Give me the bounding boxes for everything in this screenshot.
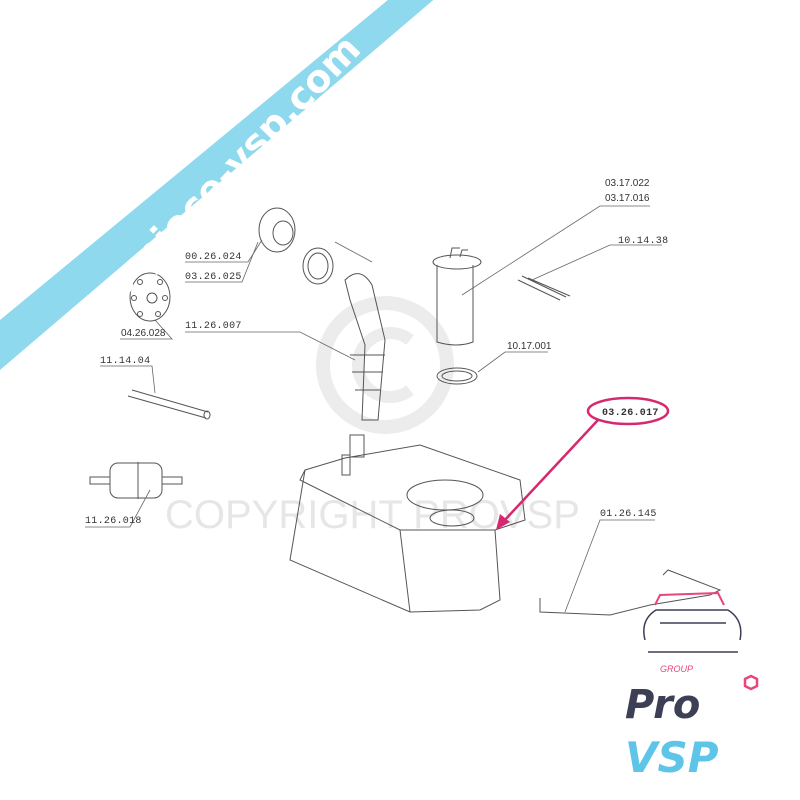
provsp-logo: GROUP Pro VSP (625, 591, 759, 782)
label-10-17-001: 10.17.001 (507, 341, 552, 352)
strap (539, 569, 722, 616)
filler-hose (344, 273, 386, 421)
fuel-pump (432, 247, 482, 346)
copyright-watermark: COPYRIGHT PROVSP (165, 296, 580, 537)
label-11-26-007: 11.26.007 (185, 321, 242, 332)
banner-text: pro-piece-vsp.com (63, 26, 369, 341)
label-00-26-024: 00.26.024 (185, 252, 242, 263)
label-03-26-017: 03.26.017 (602, 408, 659, 419)
label-03-17-016: 03.17.016 (605, 193, 650, 204)
highlight-callout (496, 396, 670, 530)
neck-seal (302, 247, 334, 285)
logo-group: GROUP (660, 664, 693, 674)
label-11-14-04: 11.14.04 (100, 356, 150, 367)
flange (129, 272, 171, 322)
site-banner: pro-piece-vsp.com (0, 0, 434, 370)
label-01-26-145: 01.26.145 (600, 509, 657, 520)
logo-vsp: VSP (625, 733, 719, 782)
watermark-text: COPYRIGHT PROVSP (165, 493, 580, 537)
logo-pro: Pro (625, 682, 700, 728)
pump-seal (436, 367, 478, 385)
fuel-filter (89, 462, 183, 499)
label-03-26-025: 03.26.025 (185, 272, 242, 283)
label-10-14-38: 10.14.38 (618, 236, 668, 247)
label-03-17-022: 03.17.022 (605, 178, 650, 189)
fuel-tank (289, 434, 526, 613)
hose (127, 389, 211, 420)
pipes (517, 275, 571, 301)
label-11-26-018: 11.26.018 (85, 516, 142, 527)
fuel-cap (258, 207, 296, 253)
label-04-26-028: 04.26.028 (121, 328, 166, 339)
